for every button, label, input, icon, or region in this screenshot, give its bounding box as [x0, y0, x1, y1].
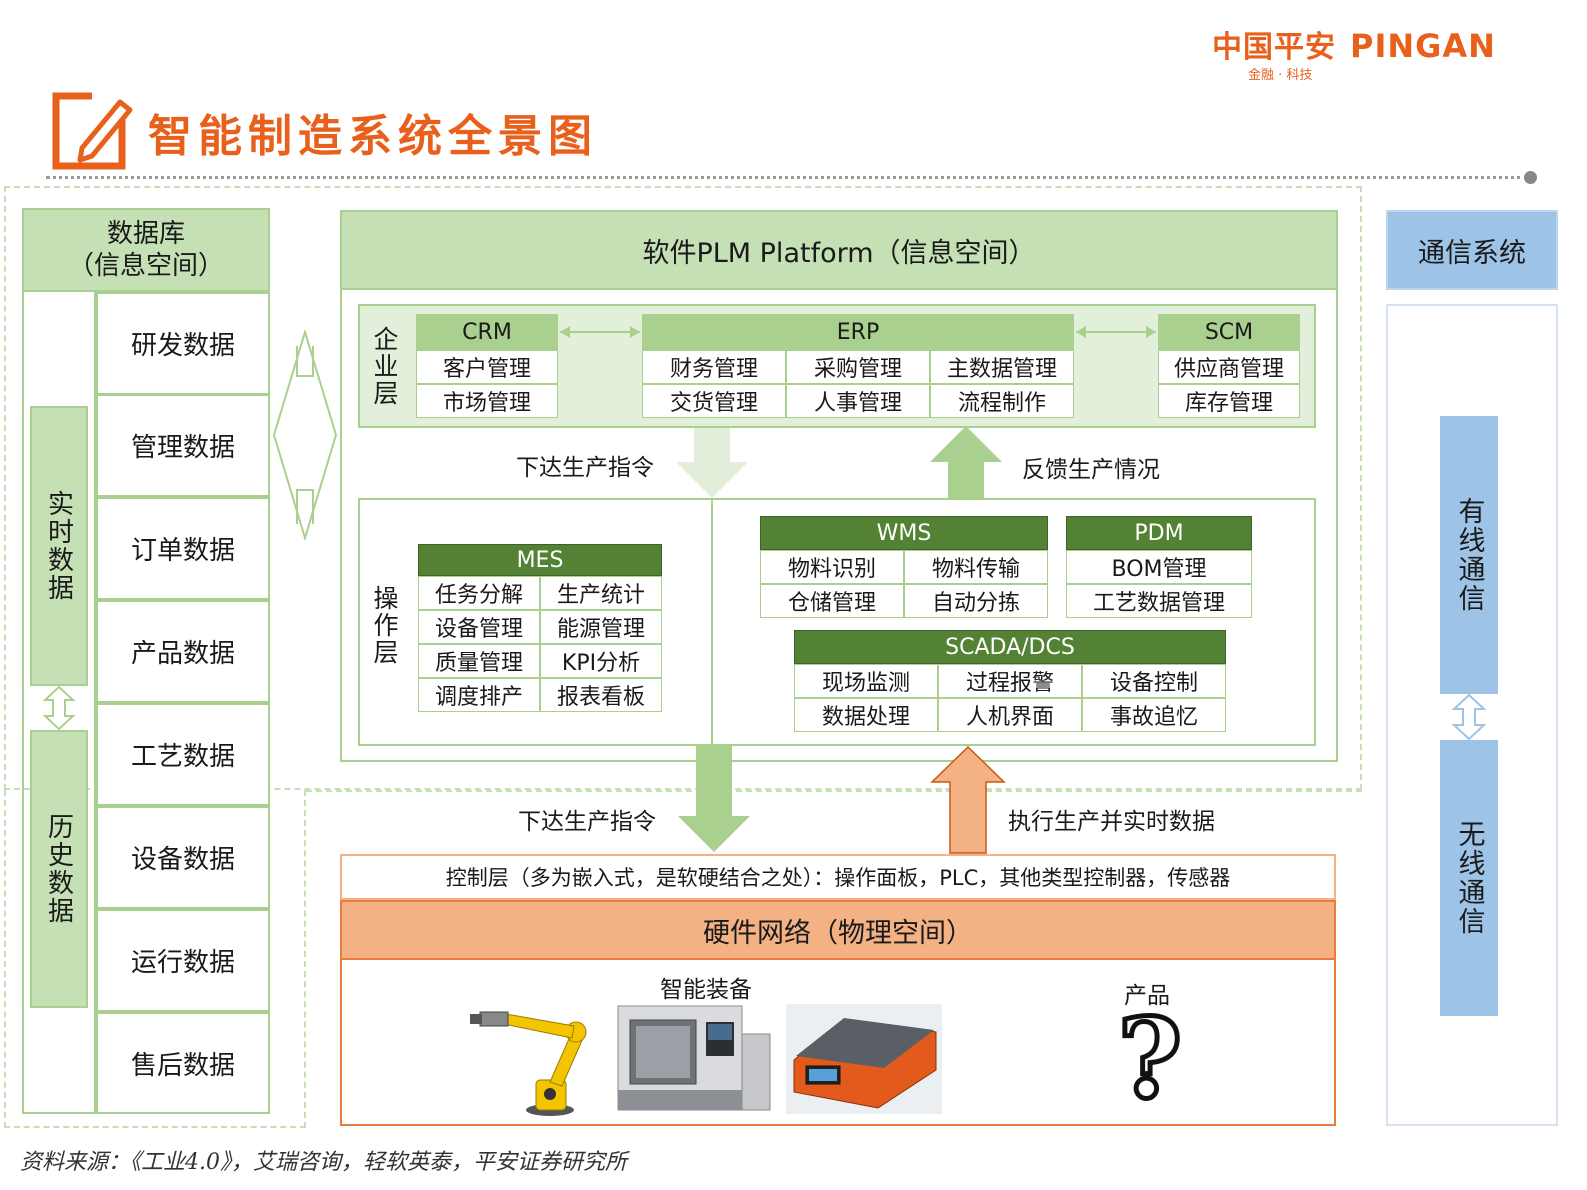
realtime-data-block: 实时数据 [30, 406, 88, 686]
brand-tagline: 金融 · 科技 [1248, 68, 1313, 83]
db-item-equipment: 设备数据 [96, 806, 270, 909]
pdm-item-bom: BOM管理 [1066, 550, 1252, 584]
crm-header: CRM [416, 314, 558, 350]
scada-item-replay: 事故追忆 [1082, 698, 1226, 732]
wms-header: WMS [760, 516, 1048, 550]
physical-space-frame [306, 790, 1362, 792]
db-item-aftersales: 售后数据 [96, 1012, 270, 1114]
mes-item-stats: 生产统计 [540, 576, 662, 610]
erp-item-purchase: 采购管理 [786, 350, 930, 384]
source-note: 资料来源：《工业4.0》，艾瑞咨询，轻软英泰，平安证券研究所 [20, 1150, 627, 1175]
db-item-product: 产品数据 [96, 600, 270, 703]
scm-item-supplier: 供应商管理 [1158, 350, 1300, 384]
brand-name-en: PINGAN [1350, 27, 1496, 65]
pdm-item-processdata: 工艺数据管理 [1066, 584, 1252, 618]
scada-item-hmi: 人机界面 [938, 698, 1082, 732]
hardware-network-header: 硬件网络（物理空间） [340, 900, 1336, 960]
erp-header: ERP [642, 314, 1074, 350]
plm-down-arrow [676, 428, 748, 498]
scm-item-inventory: 库存管理 [1158, 384, 1300, 418]
cnc-machine-image [616, 1004, 772, 1114]
lower-left-frame [4, 790, 306, 1128]
db-item-management: 管理数据 [96, 394, 270, 497]
hw-down-arrow [678, 746, 750, 852]
mes-item-energy: 能源管理 [540, 610, 662, 644]
wms-item-transport: 物料传输 [904, 550, 1048, 584]
database-title: 数据库 [106, 219, 185, 249]
title-divider-dot [1524, 171, 1537, 184]
erp-item-finance: 财务管理 [642, 350, 786, 384]
realtime-history-arrow [42, 685, 76, 731]
scm-header: SCM [1158, 314, 1300, 350]
database-header: 数据库 （信息空间） [22, 208, 270, 292]
agv-robot-image [786, 1004, 942, 1114]
crm-item-market: 市场管理 [416, 384, 558, 418]
database-plm-arrow [272, 328, 338, 542]
db-item-operation: 运行数据 [96, 909, 270, 1012]
mes-item-quality: 质量管理 [418, 644, 540, 678]
mes-item-dashboard: 报表看板 [540, 678, 662, 712]
db-item-rnd: 研发数据 [96, 292, 270, 395]
wms-item-sorting: 自动分拣 [904, 584, 1048, 618]
hw-up-arrow [930, 745, 1006, 854]
wired-wireless-arrow [1451, 693, 1487, 741]
erp-item-hr: 人事管理 [786, 384, 930, 418]
mes-item-equipment: 设备管理 [418, 610, 540, 644]
brand-logo: 中国平安 PINGAN 金融 · 科技 [1212, 22, 1542, 83]
mes-header: MES [418, 544, 662, 576]
plm-down-label: 下达生产指令 [516, 455, 654, 481]
db-item-order: 订单数据 [96, 497, 270, 600]
title-divider [46, 176, 1528, 179]
title-edit-icon [52, 90, 134, 172]
mes-item-scheduling: 调度排产 [418, 678, 540, 712]
wireless-comm-block: 无线通信 [1440, 740, 1498, 1016]
control-layer-bar: 控制层（多为嵌入式，是软硬结合之处）：操作面板，PLC，其他类型控制器，传感器 [340, 854, 1336, 900]
database-subtitle: （信息空间） [67, 251, 224, 281]
erp-item-masterdata: 主数据管理 [930, 350, 1074, 384]
comm-panel [1386, 304, 1558, 1126]
operation-layer-divider [711, 498, 713, 746]
database-divider [94, 292, 96, 1114]
enterprise-layer-label: 企业层 [370, 325, 399, 407]
product-question-mark: ? [1115, 991, 1184, 1125]
operation-layer-label: 操作层 [370, 584, 399, 666]
plm-up-arrow [930, 426, 1002, 498]
erp-scm-connector [1074, 322, 1158, 342]
hw-up-label: 执行生产并实时数据 [1008, 809, 1215, 835]
hardware-body [340, 960, 1336, 1126]
wired-comm-block: 有线通信 [1440, 416, 1498, 694]
history-data-block: 历史数据 [30, 730, 88, 1008]
plm-header: 软件PLM Platform（信息空间） [340, 210, 1338, 290]
brand-name-cn: 中国平安 [1212, 30, 1336, 65]
db-item-process: 工艺数据 [96, 703, 270, 806]
scada-item-alarm: 过程报警 [938, 664, 1082, 698]
plm-up-label: 反馈生产情况 [1022, 457, 1160, 483]
equipment-label: 智能装备 [660, 977, 752, 1003]
hw-down-label: 下达生产指令 [518, 809, 656, 835]
scada-item-monitor: 现场监测 [794, 664, 938, 698]
scada-item-control: 设备控制 [1082, 664, 1226, 698]
plm-body [340, 290, 1338, 762]
page-title: 智能制造系统全景图 [148, 111, 598, 162]
crm-item-customer: 客户管理 [416, 350, 558, 384]
product-label: 产品 [1124, 983, 1170, 1009]
information-space-frame [4, 186, 1362, 790]
wms-item-identify: 物料识别 [760, 550, 904, 584]
mes-item-kpi: KPI分析 [540, 644, 662, 678]
erp-item-workflow: 流程制作 [930, 384, 1074, 418]
robot-arm-image [466, 1002, 606, 1118]
mes-item-task: 任务分解 [418, 576, 540, 610]
crm-erp-connector [558, 322, 642, 342]
scada-item-dataproc: 数据处理 [794, 698, 938, 732]
pdm-header: PDM [1066, 516, 1252, 550]
erp-item-delivery: 交货管理 [642, 384, 786, 418]
comm-header: 通信系统 [1386, 210, 1558, 290]
wms-item-storage: 仓储管理 [760, 584, 904, 618]
scada-header: SCADA/DCS [794, 630, 1226, 664]
